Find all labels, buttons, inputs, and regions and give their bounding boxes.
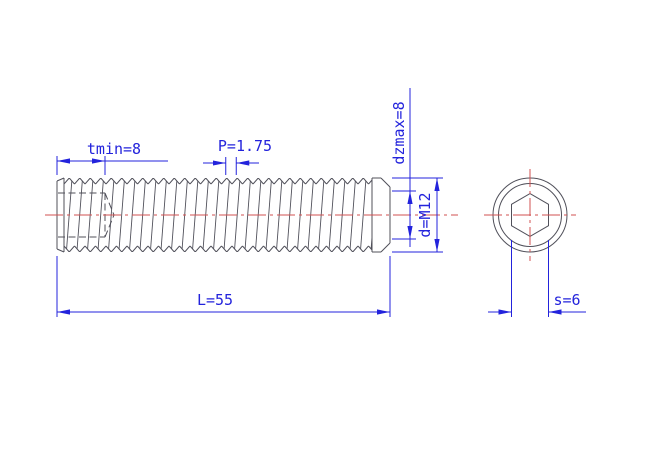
dim-dzmax-label: dzmax=8 xyxy=(390,101,408,164)
dim-diameter: d=M12 xyxy=(392,177,443,253)
dim-diameter-label: d=M12 xyxy=(416,192,434,237)
dim-length-label: L=55 xyxy=(197,291,233,309)
dim-socket-width-label: s=6 xyxy=(553,291,580,309)
end-view-crosshair xyxy=(484,169,576,261)
end-view xyxy=(484,169,576,261)
side-view xyxy=(45,177,458,253)
right-end-face xyxy=(371,177,391,253)
dim-length: L=55 xyxy=(56,256,391,317)
dim-dzmax: dzmax=8 xyxy=(390,88,416,247)
dim-pitch: P=1.75 xyxy=(203,137,272,175)
dim-socket-width: s=6 xyxy=(488,240,586,317)
dim-tmin: tmin=8 xyxy=(56,140,168,175)
dim-pitch-label: P=1.75 xyxy=(218,137,272,155)
dim-tmin-label: tmin=8 xyxy=(87,140,141,158)
